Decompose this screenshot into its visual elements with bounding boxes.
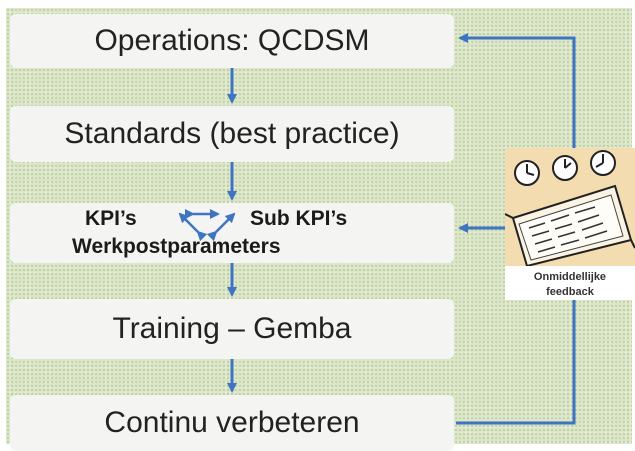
clocks-board-icon [504, 148, 635, 268]
standards-label: Standards (best practice) [64, 117, 400, 150]
feedback-to-operations-arrow [458, 33, 576, 148]
operations-label: Operations: QCDSM [94, 24, 370, 57]
continu-box: Continu verbeteren [10, 395, 454, 451]
feedback-loop-line [456, 300, 576, 425]
sub-kpi-label: Sub KPI’s [250, 207, 348, 230]
standards-box: Standards (best practice) [10, 106, 454, 162]
kpi-arrow-left-diag [178, 212, 208, 242]
training-box: Training – Gemba [10, 299, 454, 359]
kpi-label: KPI’s [85, 207, 137, 230]
feedback-label: Onmiddellijke feedback [505, 270, 635, 300]
training-label: Training – Gemba [112, 312, 352, 345]
operations-box: Operations: QCDSM [10, 14, 454, 68]
feedback-label-line1: Onmiddellijke [533, 271, 607, 283]
feedback-label-line2: feedback [546, 286, 594, 298]
feedback-card: Onmiddellijke feedback [504, 148, 635, 300]
continu-label: Continu verbeteren [104, 406, 360, 439]
kpi-arrow-right-diag [206, 212, 236, 242]
